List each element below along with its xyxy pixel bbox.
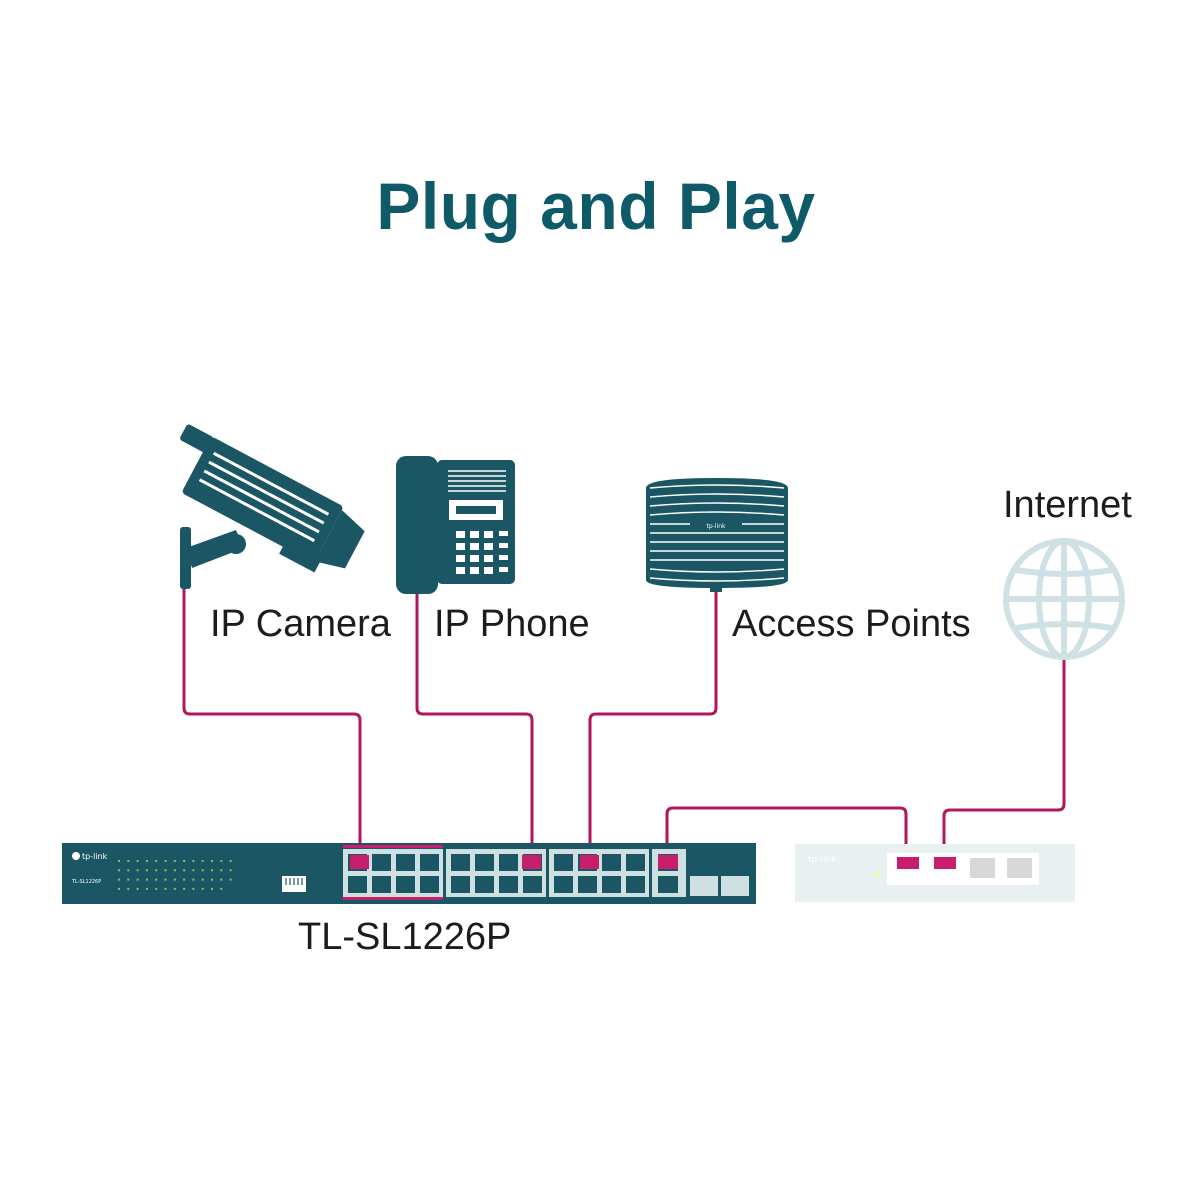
- access-point-logo: tp-link: [707, 523, 726, 530]
- led-indicator: [145, 878, 148, 881]
- led-indicator: [164, 878, 167, 881]
- led-indicator: [201, 869, 204, 872]
- ip-phone-icon: [396, 456, 515, 594]
- led-indicator: [127, 887, 130, 890]
- switch-port: [499, 876, 518, 893]
- led-indicator: [164, 869, 167, 872]
- led-indicator: [145, 887, 148, 890]
- cable-internet: [942, 660, 1066, 858]
- cables: [182, 589, 1066, 858]
- led-indicator: [145, 869, 148, 872]
- switch-port: [658, 876, 678, 893]
- led-indicator: [220, 869, 223, 872]
- led-indicator: [211, 869, 213, 872]
- led-indicator: [164, 860, 167, 862]
- switch-port: [475, 854, 494, 871]
- led-indicator: [155, 887, 158, 890]
- led-indicator: [192, 860, 195, 862]
- led-indicator: [211, 860, 213, 862]
- switch-port: [523, 876, 542, 893]
- led-indicator: [155, 869, 158, 872]
- led-indicator: [211, 887, 213, 890]
- ip-camera-icon: [180, 424, 365, 589]
- router-device: tp-link: [795, 844, 1075, 902]
- led-indicator: [229, 878, 232, 881]
- led-indicator: [127, 878, 130, 881]
- switch-port: [420, 876, 439, 893]
- switch-port: [372, 854, 391, 871]
- switch-logo: tp-link: [82, 852, 108, 861]
- led-indicator: [229, 860, 232, 862]
- led-indicator: [183, 878, 186, 881]
- switch-port: [602, 876, 621, 893]
- led-indicator: [201, 860, 204, 862]
- switch-port: [420, 854, 439, 871]
- switch-port: [578, 876, 597, 893]
- led-indicator: [145, 860, 148, 862]
- switch-device: tp-link TL-SL1226P: [62, 843, 756, 904]
- switch-port: [475, 876, 494, 893]
- led-indicator: [201, 887, 204, 890]
- led-indicator: [173, 860, 176, 862]
- led-indicator: [192, 878, 195, 881]
- led-indicator: [220, 887, 223, 890]
- led-indicator: [183, 869, 186, 872]
- switch-port: [396, 876, 415, 893]
- switch-port: [602, 854, 621, 871]
- switch-front-model: TL-SL1226P: [71, 879, 101, 885]
- led-indicator: [201, 878, 204, 881]
- label-ip-camera: IP Camera: [210, 603, 391, 645]
- led-indicator: [183, 860, 186, 862]
- label-internet: Internet: [1003, 484, 1132, 526]
- led-indicator: [192, 869, 195, 872]
- led-indicator: [136, 878, 139, 881]
- page-title: Plug and Play: [376, 169, 816, 243]
- led-indicator: [220, 878, 223, 881]
- switch-port: [348, 876, 367, 893]
- led-indicator: [173, 869, 176, 872]
- led-indicator: [118, 860, 120, 862]
- led-indicator: [118, 887, 120, 890]
- led-indicator: [155, 860, 158, 862]
- label-ip-phone: IP Phone: [434, 603, 590, 645]
- switch-port: [626, 854, 645, 871]
- led-indicator: [211, 878, 213, 881]
- cable-camera: [182, 589, 362, 857]
- switch-port: [451, 876, 470, 893]
- cable-access-point: [588, 592, 718, 857]
- access-point-icon: tp-link: [646, 478, 788, 592]
- switch-port: [554, 876, 573, 893]
- led-grid: [118, 860, 232, 890]
- led-indicator: [220, 860, 223, 862]
- led-indicator: [118, 869, 120, 872]
- led-indicator: [118, 878, 120, 881]
- switch-port: [396, 854, 415, 871]
- cable-phone: [415, 594, 534, 857]
- led-indicator: [136, 887, 139, 890]
- led-indicator: [127, 860, 130, 862]
- switch-port: [554, 854, 573, 871]
- led-indicator: [155, 878, 158, 881]
- switch-port: [626, 876, 645, 893]
- router-logo: tp-link: [808, 855, 837, 865]
- led-indicator: [173, 887, 176, 890]
- led-indicator: [183, 887, 186, 890]
- label-access-points: Access Points: [732, 603, 971, 645]
- led-indicator: [229, 869, 232, 872]
- led-indicator: [136, 860, 139, 862]
- globe-icon: [1003, 538, 1125, 660]
- led-indicator: [173, 878, 176, 881]
- switch-port: [451, 854, 470, 871]
- led-indicator: [136, 869, 139, 872]
- switch-port: [372, 876, 391, 893]
- led-indicator: [192, 887, 195, 890]
- cable-switch-router: [665, 806, 908, 858]
- switch-port: [499, 854, 518, 871]
- led-indicator: [164, 887, 167, 890]
- led-indicator: [127, 869, 130, 872]
- switch-model-label: TL-SL1226P: [298, 916, 512, 958]
